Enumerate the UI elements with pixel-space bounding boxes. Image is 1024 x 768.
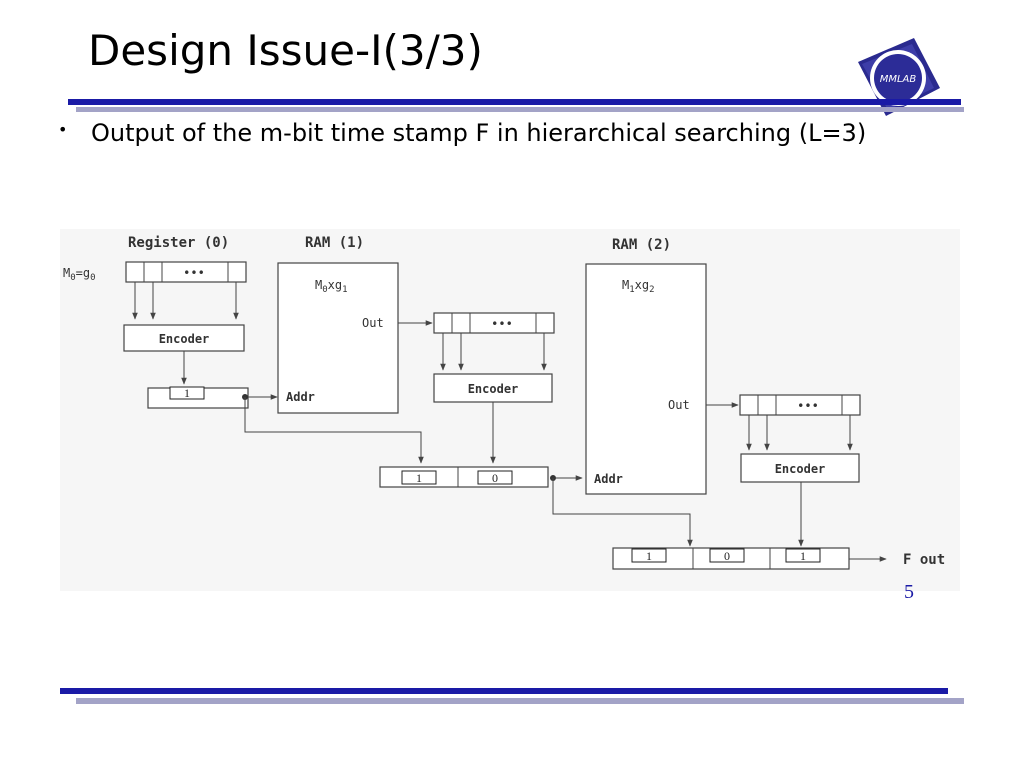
mmlab-logo: MMLAB [852,36,942,118]
bullet-text: Output of the m-bit time stamp F in hier… [91,119,867,147]
ram-1-addr-label: Addr [286,390,315,404]
ram-1: M0xg1 Out Addr [277,262,399,414]
page-number: 5 [904,581,914,603]
final-output-bit-1: 1 [646,549,652,563]
svg-text:M0=g0: M0=g0 [63,266,96,283]
ram-2-out-label: Out [668,398,690,412]
encoder-0-label: Encoder [159,332,210,346]
m0-equals-g0-label: M0=g0 [63,266,96,283]
output-register-1-bit: 1 [184,386,190,400]
final-output-bit-2: 0 [724,549,730,563]
final-output-bit-3: 1 [800,549,806,563]
logo-text: MMLAB [880,74,917,85]
bottom-divider-blue [60,688,948,694]
bottom-divider-gray [76,698,964,704]
register-0-dots: ••• [183,266,205,280]
f-out-label: F out [903,552,945,568]
encoder-1: Encoder [433,373,553,403]
ram-2-addr-label: Addr [594,472,623,486]
output-register-2-bit-2: 0 [492,471,498,485]
ram-1-output-register-dots: ••• [491,317,513,331]
output-register-2-bit-1: 1 [416,471,422,485]
ram-2-content: M1xg2 [622,278,655,295]
top-divider-gray [76,107,964,112]
output-register-2: 1 0 [379,466,549,488]
ram-1-out-label: Out [362,316,384,330]
bullet-dot: • [58,120,68,139]
encoder-2: Encoder [740,453,860,483]
ram-1-content: M0xg1 [315,278,348,295]
register-label: Register (0) [128,235,229,251]
top-divider-blue [68,99,961,105]
ram-2-output-register-dots: ••• [797,399,819,413]
register-0: ••• [125,261,247,283]
ram1-label: RAM (1) [305,235,364,251]
ram2-label: RAM (2) [612,237,671,253]
encoder-2-label: Encoder [775,462,826,476]
final-output-register: 1 0 1 [612,547,850,570]
ram-2-output-register: ••• [739,394,861,416]
ram-2: M1xg2 Out Addr [585,263,707,495]
output-register-1: 1 [147,386,249,409]
slide-title: Design Issue-I(3/3) [88,26,483,75]
ram-1-output-register: ••• [433,312,555,334]
hierarchical-search-diagram: Register (0) RAM (1) RAM (2) M0=g0 ••• E… [60,229,960,591]
encoder-1-label: Encoder [468,382,519,396]
encoder-0: Encoder [123,324,245,352]
